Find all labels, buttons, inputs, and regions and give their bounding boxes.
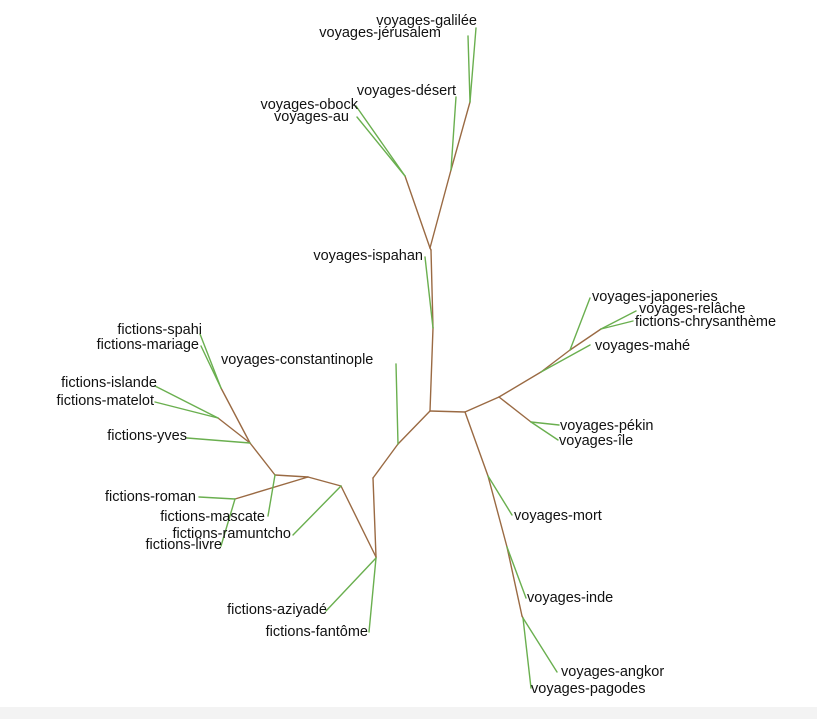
leaf-branch-L8 [600,310,637,330]
leaf-label-voyages-ispahan: voyages-ispahan [313,248,423,264]
leaf-branch-L11 [530,421,560,426]
internal-branch-n_pi [498,396,532,423]
internal-branch-n_r4 [569,328,602,351]
leaf-label-fictions-aziyadé: fictions-aziyadé [227,602,327,618]
leaf-branch-L10 [540,344,591,373]
leaf-branch-L23 [220,498,236,547]
leaf-label-voyages-inde: voyages-inde [527,590,613,606]
leaf-label-fictions-roman: fictions-roman [105,489,196,505]
internal-branch-n_l4 [274,474,309,478]
internal-branch-n_core_b [429,410,466,413]
internal-branch-n_l6 [217,417,251,444]
leaf-branch-L26 [186,437,251,444]
leaf-branch-L16 [522,617,532,689]
internal-branch-n_up2 [430,249,434,329]
internal-branch-n_up1 [429,327,434,412]
leaf-label-fictions-fantôme: fictions-fantôme [266,624,368,640]
leaf-branch-L15 [522,617,558,673]
internal-branch-n_rm [234,476,309,500]
leaf-branch-L2 [467,35,471,103]
leaf-label-voyages-relâche: voyages-relâche [639,301,745,317]
internal-branch-n_r2 [498,371,542,398]
leaf-branch-L6 [424,256,434,329]
leaf-label-voyages-obock: voyages-obock [260,97,358,113]
leaf-branch-L21 [267,474,276,517]
leaf-branch-L9 [600,320,634,330]
leaf-label-voyages-galilée: voyages-galilée [376,13,477,29]
leaf-label-voyages-japoneries: voyages-japoneries [592,289,718,305]
internal-branch-n_core_c [397,410,431,445]
leaf-branch-L27 [199,333,222,389]
leaf-branch-L17 [395,363,399,445]
internal-branch-n_l5 [249,442,276,476]
leaf-branch-L5 [356,116,406,177]
leaf-branch-L22 [198,496,236,500]
leaf-branch-L14 [506,546,527,599]
leaf-label-voyages-désert: voyages-désert [357,83,456,99]
leaf-branch-L7 [569,297,591,351]
leaf-label-voyages-pagodes: voyages-pagodes [531,681,645,697]
leaf-branch-L3 [450,96,457,171]
leaf-label-voyages-mahé: voyages-mahé [595,338,690,354]
internal-branch-n_l1 [372,477,377,558]
internal-branch-n_d2 [487,475,508,548]
leaf-label-fictions-livre: fictions-livre [145,537,222,553]
leaf-label-voyages-constantinople: voyages-constantinople [221,352,373,368]
leaf-label-fictions-spahi: fictions-spahi [117,322,202,338]
leaf-label-fictions-yves: fictions-yves [107,428,187,444]
leaf-label-voyages-angkor: voyages-angkor [561,664,664,680]
leaf-label-voyages-mort: voyages-mort [514,508,602,524]
internal-branch-n_r1 [464,396,500,413]
leaf-branch-L4 [355,105,406,177]
leaf-branch-L18 [325,557,377,612]
internal-branch-n_l2 [340,485,377,558]
leaf-branch-L20 [292,485,342,536]
leaf-label-voyages-île: voyages-île [559,433,633,449]
leaf-label-fictions-mascate: fictions-mascate [160,509,265,525]
leaf-branch-L25 [154,401,219,419]
leaf-label-voyages-jérusalem: voyages-jérusalem [319,25,441,41]
leaf-label-fictions-islande: fictions-islande [61,375,157,391]
leaf-label-fictions-matelot: fictions-matelot [56,393,154,409]
leaf-branch-L1 [469,27,477,103]
leaf-label-fictions-mariage: fictions-mariage [97,337,199,353]
internal-branch-n_up_right [429,169,452,249]
internal-branch-n_sp [220,387,251,444]
leaf-label-fictions-chrysanthème: fictions-chrysanthème [635,314,776,330]
leaf-branch-L28 [200,345,222,389]
leaf-branch-L12 [530,421,559,441]
tree-branches [154,27,637,689]
leaf-label-fictions-ramuntcho: fictions-ramuntcho [173,526,291,542]
leaf-branch-L24 [154,385,219,419]
leaf-branch-L13 [487,475,513,516]
internal-branch-n_r3 [540,349,571,373]
internal-branch-n_d3 [506,546,523,617]
internal-branch-n_l3 [307,476,342,487]
internal-branch-n_up_left [404,175,431,249]
internal-branch-n_up_right2 [450,101,471,171]
internal-branch-n_l0 [372,443,399,479]
leaf-label-voyages-pékin: voyages-pékin [560,418,654,434]
bottom-edge-band [0,707,817,719]
leaf-label-voyages-au: voyages-au [274,109,349,125]
internal-branch-n_d1 [464,411,489,477]
leaf-branch-L19 [368,557,377,633]
